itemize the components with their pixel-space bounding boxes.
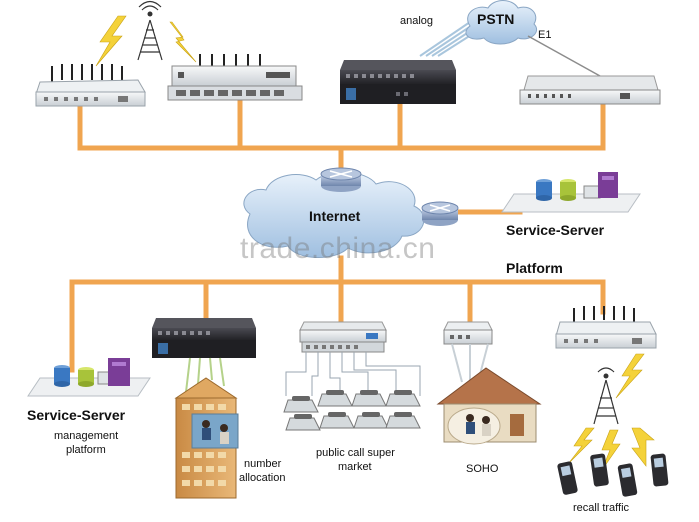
office-building-icon [174,377,239,499]
telephone-set-icons [283,390,421,431]
soho-router [443,321,493,345]
pstn-label: PSTN [477,11,515,27]
e1-link-line [527,35,601,77]
telephone-icon [283,396,319,413]
public-call-switch [299,321,387,353]
phone-wiring [285,352,421,396]
mobile-phone-icon [557,461,578,495]
service-server-top-platform-label: Platform [506,260,563,276]
telephone-icon [385,412,421,429]
mobile-phone-icon [590,453,609,487]
number-allocation-gateway [152,318,256,358]
cell-tower-bottom-icon [593,367,619,425]
service-server-bottom-label: Service-Server [27,407,126,423]
lightning-icon [631,427,655,467]
internet-label: Internet [309,208,361,224]
allocation-label: allocation [239,472,286,484]
public-call-label: public call super [316,447,395,459]
telephone-icon [319,412,355,429]
cell-tower-top-icon [137,0,163,61]
service-server-top [501,172,641,213]
telephone-icon [317,390,353,407]
internet-cloud-icon [243,171,425,259]
analog-gateway [340,60,456,104]
market-label: market [338,461,372,473]
e1-gateway [519,75,661,105]
mobile-phone-icon [650,453,669,487]
lightning-icon [169,21,197,63]
router-right-icon [421,201,459,226]
soho-house-icon [436,367,542,445]
telephone-icon [285,414,321,431]
management-label: management [54,430,119,442]
telephone-icon [385,390,421,407]
lightning-icon [615,353,645,399]
gsm-gateway-1 [35,64,146,107]
building-line-icon [185,357,225,393]
pstn-cloud-icon [465,0,538,45]
recall-traffic-label: recall traffic [573,502,630,514]
lightning-icon [567,427,595,465]
mobile-phone-icon [617,463,638,497]
e1-label: E1 [538,29,552,41]
service-server-top-label: Service-Server [506,222,605,238]
lightning-icon [601,429,621,471]
service-server-bottom [27,358,151,397]
telephone-icon [353,412,389,429]
platform-label: platform [66,444,106,456]
number-label: number [244,458,282,470]
gsm-gateway-2 [167,54,303,101]
recall-gateway [555,306,657,349]
soho-label: SOHO [466,463,499,475]
telephone-icon [351,390,387,407]
lightning-icon [95,15,127,67]
analog-label: analog [400,15,434,27]
watermark-text: trade.china.cn [240,232,436,265]
router-top-icon [320,167,362,192]
